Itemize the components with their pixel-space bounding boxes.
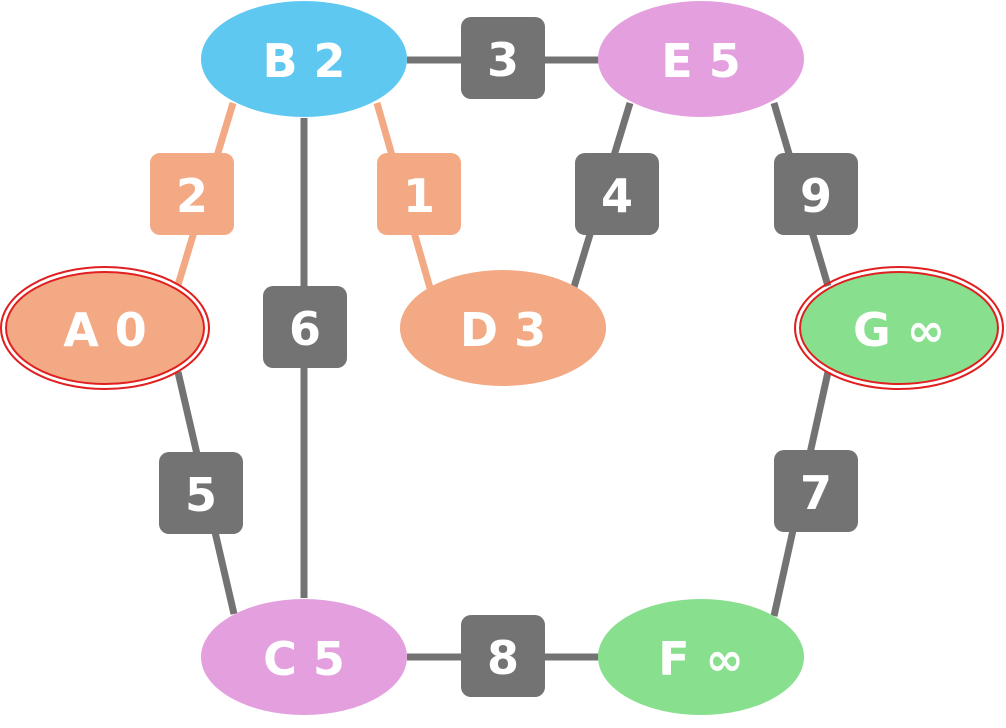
edge-weight-e-g: 9 xyxy=(774,153,858,235)
edge-weight-label: 9 xyxy=(800,169,832,223)
node-label: E 5 xyxy=(661,34,740,88)
edge-weight-label: 7 xyxy=(800,466,832,520)
node-shape xyxy=(5,271,205,385)
node-label: A 0 xyxy=(63,303,147,357)
node-e[interactable]: E 5 xyxy=(598,1,804,117)
edge-weight-label: 8 xyxy=(487,631,519,685)
node-label: B 2 xyxy=(262,34,345,88)
edge-weight-d-e: 4 xyxy=(575,153,659,235)
edge-weight-box xyxy=(263,286,347,368)
edge-weight-label: 3 xyxy=(487,33,519,87)
node-shape xyxy=(799,271,999,385)
node-shape xyxy=(400,270,606,386)
edge-weight-b-c: 6 xyxy=(263,286,347,368)
node-ring-outer xyxy=(0,266,210,390)
edge-weight-box xyxy=(461,17,545,99)
node-c[interactable]: C 5 xyxy=(201,599,407,715)
node-ring-outer xyxy=(794,266,1004,390)
edge-weight-label: 6 xyxy=(289,302,321,356)
edge-weight-box xyxy=(461,615,545,697)
edge-weight-box xyxy=(159,452,243,534)
node-a[interactable]: A 0 xyxy=(0,266,210,390)
node-label: G ∞ xyxy=(853,303,945,357)
node-shape xyxy=(201,1,407,117)
edge-weight-box xyxy=(150,153,234,235)
weights-layer: 2 1 3 6 4 9 5 7 8 xyxy=(150,17,858,697)
edge-weight-box xyxy=(377,153,461,235)
edge-weight-label: 1 xyxy=(403,169,435,223)
node-f[interactable]: F ∞ xyxy=(598,599,804,715)
edge-weight-box xyxy=(774,450,858,532)
node-shape xyxy=(598,599,804,715)
node-label: C 5 xyxy=(263,632,345,686)
edge-weight-box xyxy=(774,153,858,235)
edge-weight-label: 2 xyxy=(176,169,208,223)
edge-weight-box xyxy=(575,153,659,235)
edge-weight-g-f: 7 xyxy=(774,450,858,532)
node-d[interactable]: D 3 xyxy=(400,270,606,386)
node-g[interactable]: G ∞ xyxy=(794,266,1004,390)
edge-weight-c-f: 8 xyxy=(461,615,545,697)
node-label: F ∞ xyxy=(658,632,744,686)
edge-weight-label: 4 xyxy=(601,169,633,223)
node-shape xyxy=(201,599,407,715)
node-label: D 3 xyxy=(460,303,546,357)
node-b[interactable]: B 2 xyxy=(201,1,407,117)
node-shape xyxy=(598,1,804,117)
nodes-layer: A 0 B 2 C 5 D 3 E 5 F ∞ G ∞ xyxy=(0,1,1004,715)
edge-weight-a-b: 2 xyxy=(150,153,234,235)
edge-weight-b-d: 1 xyxy=(377,153,461,235)
edge-weight-a-c: 5 xyxy=(159,452,243,534)
edge-weight-label: 5 xyxy=(185,468,217,522)
edge-weight-b-e: 3 xyxy=(461,17,545,99)
